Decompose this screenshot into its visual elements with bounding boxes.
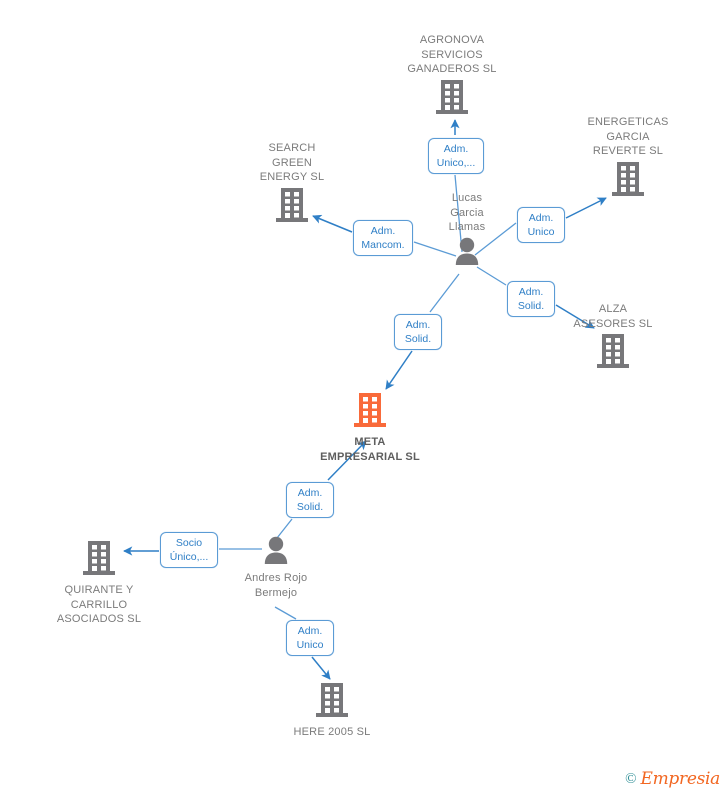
building-icon [372,79,532,120]
node-alza-asesores[interactable]: ALZA ASESORES SL [533,302,693,374]
node-lucas-garcia-llamas[interactable]: Lucas Garcia Llamas [387,191,547,270]
edge-label-lucas-alza[interactable]: Adm. Solid. [507,281,555,317]
building-icon [19,540,179,581]
node-quirante-carrillo[interactable]: QUIRANTE Y CARRILLO ASOCIADOS SL [19,540,179,627]
node-search-green-energy[interactable]: SEARCH GREEN ENERGY SL [212,141,372,228]
node-label-quirante-carrillo: QUIRANTE Y CARRILLO ASOCIADOS SL [56,584,142,625]
edge-andres-quirante [123,546,262,556]
node-label-andres-rojo-bermejo: Andres Rojo Bermejo [244,572,308,599]
building-icon [290,392,450,433]
edge-label-andres-here[interactable]: Adm. Unico [286,620,334,656]
edge-label-andres-quirante[interactable]: Socio Único,... [160,532,218,568]
node-meta-empresarial[interactable]: META EMPRESARIAL SL [290,392,450,464]
edge-lucas-agronova [450,119,463,253]
edge-label-lucas-meta[interactable]: Adm. Solid. [394,314,442,350]
node-here-2005[interactable]: HERE 2005 SL [252,682,412,740]
node-energeticas[interactable]: ENERGETICAS GARCIA REVERTE SL [548,115,708,202]
edge-andres-here [274,606,331,680]
node-label-search-green-energy: SEARCH GREEN ENERGY SL [259,142,325,183]
edge-lucas-alza [476,266,595,329]
person-icon [196,536,356,569]
building-icon [252,682,412,723]
node-label-alza-asesores: ALZA ASESORES SL [573,303,653,330]
edge-label-lucas-energeticas[interactable]: Adm. Unico [517,207,565,243]
edge-label-lucas-search-green[interactable]: Adm. Mancom. [353,220,413,256]
building-icon [212,187,372,228]
node-label-agronova: AGRONOVA SERVICIOS GANADEROS SL [407,34,497,75]
edge-label-andres-meta[interactable]: Adm. Solid. [286,482,334,518]
node-label-energeticas: ENERGETICAS GARCIA REVERTE SL [587,116,669,157]
edge-lucas-energeticas [474,197,607,256]
brand-name: Empresia [640,769,721,789]
edge-lucas-meta [385,273,460,390]
building-icon [533,333,693,374]
node-label-lucas-garcia-llamas: Lucas Garcia Llamas [448,192,486,233]
building-icon [548,161,708,202]
node-andres-rojo-bermejo[interactable]: Andres Rojo Bermejo [196,536,356,600]
node-agronova[interactable]: AGRONOVA SERVICIOS GANADEROS SL [372,33,532,120]
node-label-meta-empresarial: META EMPRESARIAL SL [320,436,420,463]
node-label-here-2005: HERE 2005 SL [293,726,371,738]
edge-andres-meta [276,440,367,539]
edge-lucas-search [312,214,457,257]
copyright-icon: © [625,770,637,787]
edge-label-lucas-agronova[interactable]: Adm. Unico,... [428,138,484,174]
watermark: © Empresia [625,769,720,789]
person-icon [387,237,547,270]
